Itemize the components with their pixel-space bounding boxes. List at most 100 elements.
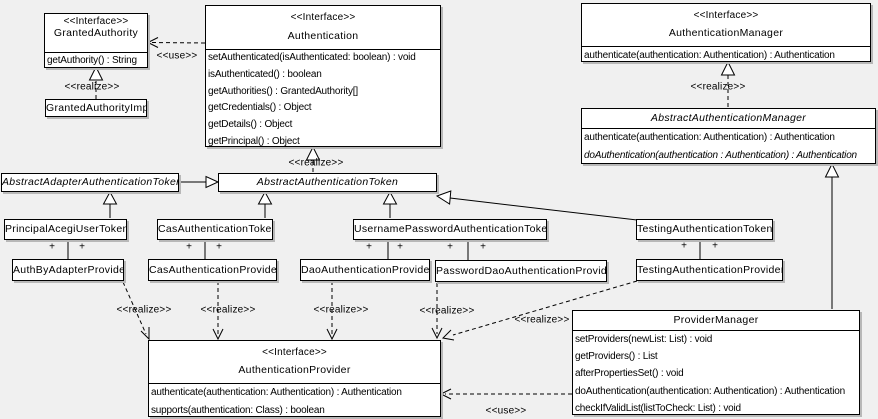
- class-cas-authentication-token[interactable]: CasAuthenticationToken: [157, 219, 273, 240]
- class-abstract-adapter-authentication-token[interactable]: AbstractAdapterAuthenticationToken: [1, 173, 179, 192]
- method: setProviders(newList: List) : void: [575, 334, 713, 345]
- method: getDetails() : Object: [208, 119, 293, 131]
- realization-edge-passworddaoprovider: [431, 283, 443, 340]
- generalization-edge-testingtoken: [435, 190, 638, 221]
- association-plus-marker: +: [681, 240, 687, 252]
- method: getCredentials() : Object: [208, 102, 312, 114]
- class-granted-authority[interactable]: <<Interface>> GrantedAuthority getAuthor…: [44, 13, 148, 68]
- class-name: TestingAuthenticationProvider: [637, 264, 783, 276]
- association-plus-marker: +: [480, 241, 486, 253]
- interface-stereotype: <<Interface>>: [290, 12, 356, 23]
- class-name: Authentication: [287, 30, 359, 42]
- class-abstract-authentication-manager[interactable]: AbstractAuthenticationManager authentica…: [581, 108, 876, 164]
- class-name: AuthenticationProvider: [238, 364, 351, 376]
- interface-stereotype: <<Interface>>: [262, 347, 327, 358]
- association-plus-marker: +: [397, 241, 403, 253]
- class-cas-authentication-provider[interactable]: CasAuthenticationProvider: [148, 259, 277, 281]
- generalization-edge-abstractadaptertoken-to-abstracttoken: [180, 175, 220, 189]
- class-name: CasAuthenticationToken: [158, 223, 273, 235]
- class-header: AbstractAuthenticationManager: [582, 109, 875, 129]
- generalization-edge-castoken: [257, 190, 273, 218]
- method: doAuthentication(authentication: Authent…: [575, 385, 845, 397]
- use-label-authentication-grantedauthority: <<use>>: [156, 50, 198, 62]
- method: getProviders() : List: [575, 351, 658, 363]
- association-plus-marker: +: [186, 241, 192, 253]
- realize-label-passworddaoprovider: <<realize>>: [419, 305, 475, 317]
- class-name: TestingAuthenticationToken: [637, 223, 773, 235]
- association-plus-marker: +: [366, 241, 372, 253]
- use-label-providermanager: <<use>>: [485, 405, 527, 417]
- interface-stereotype: <<Interface>>: [693, 10, 759, 21]
- class-name: CasAuthenticationProvider: [149, 264, 277, 276]
- method: authenticate(authentication: Authenticat…: [151, 387, 402, 398]
- class-name: AbstractAdapterAuthenticationToken: [2, 176, 179, 188]
- realization-edge-testingprovider: [441, 280, 638, 341]
- class-name: PasswordDaoAuthenticationProvider: [436, 265, 607, 277]
- class-testing-authentication-provider[interactable]: TestingAuthenticationProvider: [636, 259, 783, 281]
- methods-compartment: setAuthenticated(isAuthenticated: boolea…: [206, 50, 440, 151]
- association-plus-marker: +: [79, 241, 85, 253]
- realize-label-authbyadapterprovider: <<realize>>: [116, 304, 172, 316]
- method: afterPropertiesSet() : void: [575, 368, 684, 380]
- method: getAuthority() : String: [47, 55, 137, 66]
- realization-edge-abstractauthenticationmanager-to-authenticationmanager: [720, 60, 736, 107]
- realization-edge-casprovider: [212, 281, 224, 341]
- class-username-password-authentication-token[interactable]: UsernamePasswordAuthenticationToken: [353, 219, 547, 240]
- realization-edge-grantedauthorityimpl-to-grantedauthority: [88, 65, 104, 99]
- association-plus-marker: +: [712, 240, 718, 252]
- dependency-edge-authentication-to-grantedauthority: [146, 37, 206, 48]
- class-authentication[interactable]: <<Interface>> Authentication setAuthenti…: [205, 5, 441, 147]
- realize-label-casprovider: <<realize>>: [200, 304, 256, 316]
- class-principal-acegi-user-token[interactable]: PrincipalAcegiUserToken: [4, 219, 127, 240]
- class-provider-manager[interactable]: ProviderManager setProviders(newList: Li…: [572, 310, 860, 415]
- class-name: GrantedAuthority: [53, 27, 139, 39]
- realization-edge-daoprovider: [326, 281, 338, 341]
- class-header: <<Interface>> AuthenticationManager: [582, 4, 870, 47]
- method: authenticate(authentication: Authenticat…: [584, 50, 835, 61]
- class-name: AuthenticationManager: [668, 27, 784, 39]
- class-authentication-provider[interactable]: <<Interface>> AuthenticationProvider aut…: [148, 340, 441, 417]
- generalization-edge-usernamepasswordtoken: [382, 190, 398, 218]
- class-name: GrantedAuthorityImpl: [46, 102, 147, 114]
- method: checkIfValidList(listToCheck: List) : vo…: [575, 402, 741, 414]
- class-password-dao-authentication-provider[interactable]: PasswordDaoAuthenticationProvider: [435, 260, 607, 282]
- class-authentication-manager[interactable]: <<Interface>> AuthenticationManager auth…: [581, 3, 871, 62]
- association-plus-marker: +: [216, 241, 222, 253]
- generalization-edge-providermanager-to-abstractauthenticationmanager: [824, 162, 840, 309]
- realization-edge-authbyadapterprovider: [122, 281, 150, 341]
- class-name: AbstractAuthenticationManager: [650, 112, 807, 124]
- class-auth-by-adapter-provider[interactable]: AuthByAdapterProvider: [12, 259, 124, 281]
- class-dao-authentication-provider[interactable]: DaoAuthenticationProvider: [300, 259, 430, 281]
- association-plus-marker: +: [49, 241, 55, 253]
- association-edges-tokens-to-providers: [67, 240, 701, 260]
- class-header: <<Interface>> Authentication: [206, 6, 440, 50]
- association-plus-marker: +: [447, 241, 453, 253]
- class-testing-authentication-token[interactable]: TestingAuthenticationToken: [636, 219, 773, 240]
- method: authenticate(authentication: Authenticat…: [584, 132, 835, 143]
- method: supports(authentication: Class) : boolea…: [151, 405, 325, 416]
- realize-label-grantedauthorityimpl: <<realize>>: [64, 81, 120, 93]
- class-abstract-authentication-token[interactable]: AbstractAuthenticationToken: [218, 173, 437, 192]
- class-name: UsernamePasswordAuthenticationToken: [354, 223, 547, 235]
- class-name: AuthByAdapterProvider: [13, 264, 124, 276]
- generalization-edge-principaltoken: [102, 190, 118, 218]
- method: getAuthorities() : GrantedAuthority[]: [208, 85, 358, 97]
- realization-edge-abstractauthenticationtoken-to-authentication: [305, 145, 321, 172]
- method: isAuthenticated() : boolean: [208, 68, 322, 80]
- class-granted-authority-impl[interactable]: GrantedAuthorityImpl: [45, 99, 147, 117]
- class-name: ProviderManager: [673, 314, 759, 326]
- class-name: AbstractAuthenticationToken: [256, 176, 399, 188]
- class-header: ProviderManager: [573, 311, 859, 331]
- class-name: DaoAuthenticationProvider: [301, 264, 430, 276]
- realize-label-testingprovider: <<realize>>: [514, 314, 570, 326]
- interface-stereotype: <<Interface>>: [63, 16, 129, 27]
- method: setAuthenticated(isAuthenticated: boolea…: [208, 52, 416, 63]
- class-header: <<Interface>> AuthenticationProvider: [149, 341, 440, 384]
- realize-label-abstractauthenticationmanager: <<realize>>: [690, 81, 746, 93]
- dependency-edge-providermanager-to-authenticationprovider: [439, 388, 572, 400]
- realize-label-abstracttoken: <<realize>>: [288, 157, 344, 169]
- abstract-method: doAuthentication(authentication : Authen…: [584, 150, 857, 161]
- method: getPrincipal() : Object: [208, 135, 300, 147]
